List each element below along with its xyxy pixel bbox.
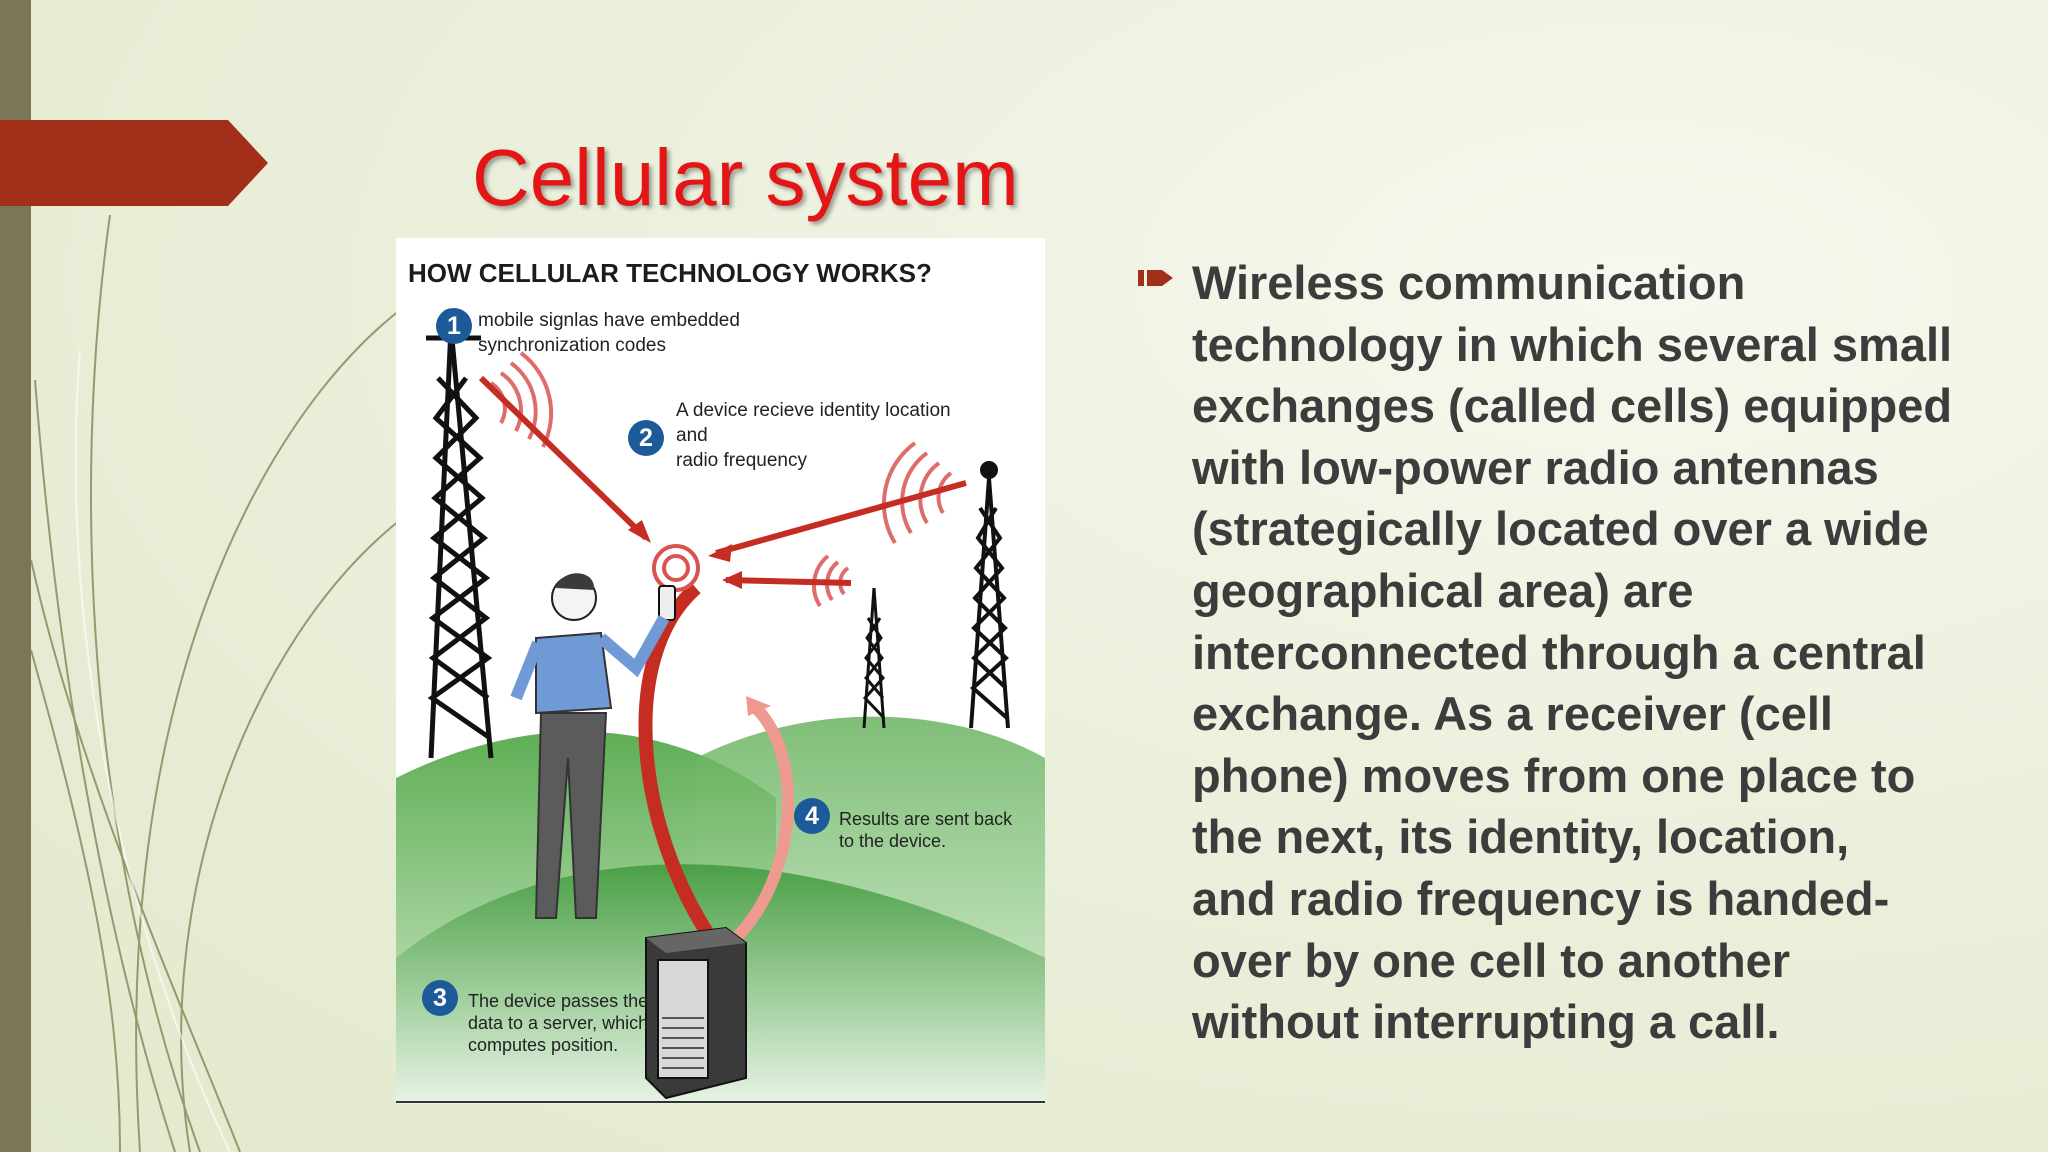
step-3-line: data to a server, which [468, 1013, 649, 1033]
bullet-line: with low-power radio antennas [1192, 440, 1879, 494]
bullet-line: (strategically located over a wide [1192, 502, 1929, 556]
bullet-line: exchange. As a receiver (cell [1192, 687, 1833, 741]
step-2-line: and [676, 425, 708, 446]
infographic-illustration [396, 308, 1045, 1104]
bullet-line: geographical area) are [1192, 563, 1694, 617]
decorative-curves [30, 214, 400, 1152]
bullet-line: the next, its identity, location, [1192, 810, 1850, 864]
step-3-line: The device passes the [468, 991, 649, 1011]
cellular-infographic: HOW CELLULAR TECHNOLOGY WORKS? 1 mobile … [396, 238, 1045, 1104]
bullet-line: interconnected through a central [1192, 625, 1926, 679]
bullet-line: Wireless communication [1192, 256, 1746, 309]
bullet-text: Wireless communication technology in whi… [1192, 252, 2012, 1053]
signal-arrows [478, 375, 967, 586]
person-figure [510, 573, 670, 919]
bullet-line: without interrupting a call. [1192, 995, 1780, 1049]
phone-with-signal [652, 544, 700, 621]
bullet-line: phone) moves from one place to [1192, 748, 1916, 802]
arrow-to-server [638, 582, 727, 958]
step-3-badge: 3 [422, 980, 458, 1016]
right-tower [969, 461, 1010, 729]
step-2-badge: 2 [628, 420, 664, 456]
infographic-bottom-border [396, 1101, 1045, 1103]
step-1-badge: 1 [436, 308, 472, 344]
slide-title: Cellular system [472, 133, 1019, 222]
server-box [645, 926, 747, 1100]
step-3-text: The device passes the data to a server, … [468, 990, 648, 1056]
step-4-line: Results are sent back [839, 809, 1013, 829]
step-2-line: A device recieve identity location [676, 400, 951, 421]
step-4-line: to the device. [839, 831, 947, 851]
step-1-line: mobile signlas have embedded [478, 310, 740, 331]
infographic-heading: HOW CELLULAR TECHNOLOGY WORKS? [408, 258, 932, 288]
bullet-line: technology in which several small [1192, 317, 1953, 371]
step-1-line: synchronization codes [478, 335, 666, 356]
step-2-text: A device recieve identity location and r… [676, 398, 951, 473]
bullet-line: and radio frequency is handed- [1192, 871, 1890, 925]
step-3-line: computes position. [468, 1035, 619, 1055]
step-2-line: radio frequency [676, 450, 807, 471]
step-4-text: Results are sent back to the device. [839, 808, 1012, 852]
bullet-line: exchanges (called cells) equipped [1192, 379, 1953, 433]
arrow-from-server [731, 703, 794, 943]
arrow-bullet-icon [1138, 270, 1173, 286]
step-1-text: mobile signlas have embedded synchroniza… [478, 308, 740, 358]
far-tower [862, 587, 886, 729]
step-4-badge: 4 [794, 798, 830, 834]
signal-waves [489, 351, 953, 608]
title-arrow-shape [0, 120, 268, 206]
bullet-line: over by one cell to another [1192, 933, 1791, 987]
